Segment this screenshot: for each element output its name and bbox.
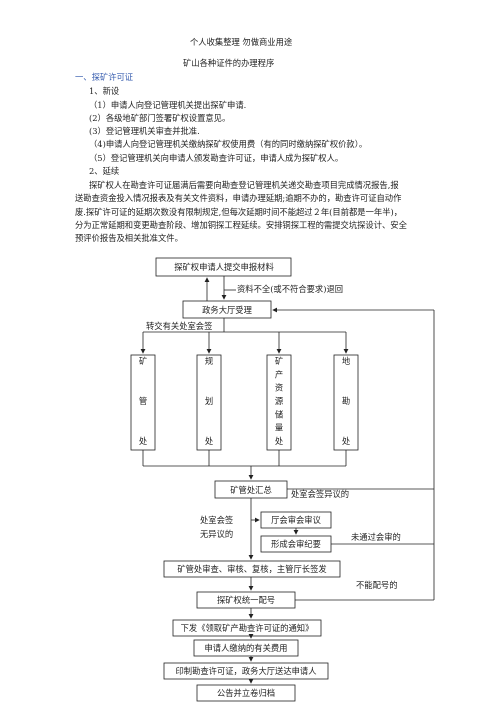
paragraph-line-1: 探矿权人在勘查许可证届满后需要向勘查登记管理机关递交勘查项目完成情况报告,报 [89, 180, 399, 190]
dept-4-char-3: 处 [342, 436, 350, 446]
dept-3-char-1: 矿 [275, 356, 283, 366]
node-sign: 矿管处审查、审核、复核，主管厅长签发 [177, 564, 326, 574]
paragraph-line-4: 分为正常延期和变更勘查阶段、增加铜探工程延续。安排铜探工程的需提交坑探设计、安全 [75, 220, 407, 230]
note-cannot-assign: 不能配号的 [356, 580, 398, 590]
dept-2-char-3: 处 [205, 436, 213, 446]
step-4: （4)申请人向登记管理机关缴纳探矿权使用费（有的同时缴纳探矿权价款）。 [89, 139, 368, 149]
node-hall: 政务大厅受理 [202, 305, 252, 315]
node-transfer: 转交有关处室会签 [146, 321, 212, 331]
node-apply: 探矿权申请人提交申报材料 [174, 262, 274, 272]
dept-3-char-4: 源 [275, 396, 284, 406]
step-1: （1）申请人向登记管理机关提出探矿申请. [89, 100, 247, 110]
box-print [163, 662, 329, 680]
node-minutes: 形成会审纪要 [271, 539, 321, 549]
dept-3-char-3: 资 [275, 383, 283, 393]
box-notice [172, 619, 322, 637]
note-objection: 处室会签异议的 [291, 489, 349, 499]
dept-1-char-3: 处 [139, 436, 147, 446]
note-no-objection-2: 无异议的 [200, 529, 233, 539]
node-print: 印制勘查许可证，政务大厅送达申请人 [175, 666, 316, 676]
box-apply [155, 257, 292, 277]
subheading-new: 1、新设 [89, 86, 120, 96]
node-archive: 公告并立卷归档 [217, 688, 275, 698]
dept-2-char-1: 规 [205, 356, 213, 366]
dept-4-char-1: 地 [342, 356, 350, 366]
step-5: （5）登记管理机关向申请人颁发勘查许可证，申请人成为探矿权人。 [89, 153, 344, 163]
node-assign: 探矿权统一配号 [217, 595, 275, 605]
node-review: 厅会审会审议 [271, 515, 321, 525]
note-no-objection-1: 处室会签 [200, 515, 233, 525]
doc-title: 矿山各种证件的办理程序 [183, 58, 275, 68]
node-fee: 申请人缴纳的有关费用 [205, 643, 288, 653]
dept-1-char-1: 矿 [139, 356, 147, 366]
box-archive [196, 684, 296, 702]
page-header: 个人收集整理 勿做商业用途 [190, 37, 293, 47]
dept-1-char-2: 管 [139, 396, 147, 406]
paragraph-line-3: 废.探矿许可证的延期次数没有限制规定,但每次延期时间不能超过２年(目前都是一年半… [75, 207, 403, 217]
paragraph-line-2: 送勘查资金投入情况报表及有关文件资料，申请办理延期;逾期不办的，勘查许可证自动作 [75, 193, 402, 203]
dept-3-char-5: 储 [275, 409, 283, 419]
subheading-extension: 2、延续 [89, 166, 120, 176]
box-fee [193, 639, 299, 657]
step-2: (2）各级地矿部门签署矿权设置意见。 [89, 113, 231, 123]
dept-3-char-2: 产 [275, 369, 283, 379]
paragraph-line-5: 预评价报告及相关批准文件。 [75, 233, 183, 243]
box-sign [163, 560, 341, 578]
node-reject-note: 资料不全(或不符合要求)退回 [237, 284, 343, 294]
dept-4-char-2: 勘 [342, 396, 350, 406]
box-hall [182, 300, 272, 319]
dept-2-char-2: 划 [205, 396, 213, 406]
node-notice: 下发《领取矿产勘查许可证的通知》 [181, 623, 314, 633]
node-summary: 矿管处汇总 [230, 485, 272, 495]
dept-3-char-6: 量 [275, 423, 283, 433]
step-3: (3）登记管理机关审查并批准. [89, 126, 200, 136]
note-not-passed: 未通过会审的 [351, 532, 401, 542]
dept-3-char-7: 处 [275, 436, 283, 446]
section-heading-explore-permit: 一、探矿许可证 [75, 72, 134, 82]
